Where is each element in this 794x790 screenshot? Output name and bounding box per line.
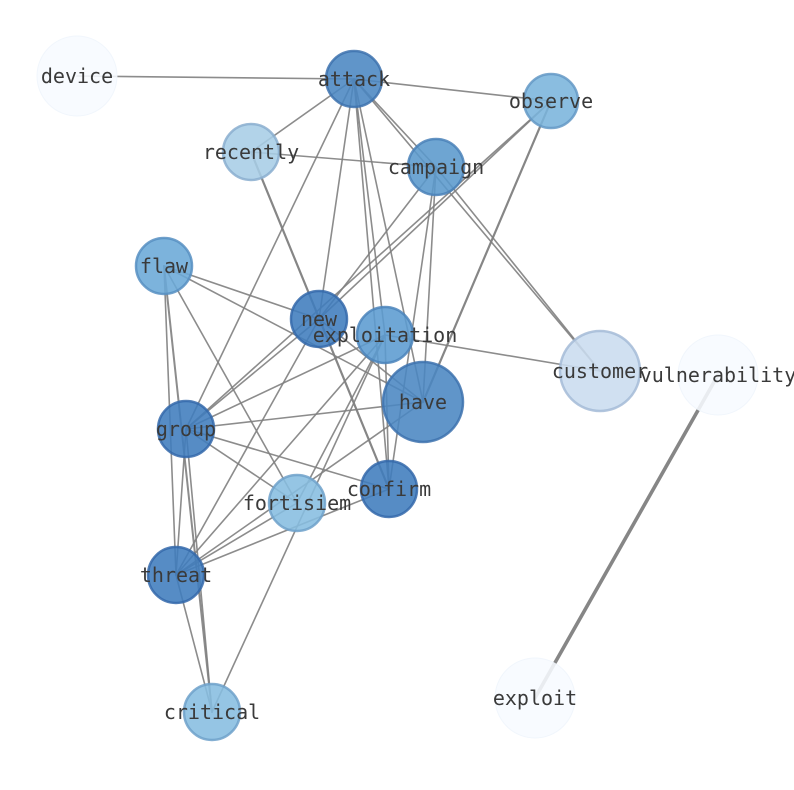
edge-group-confirm (185, 428, 390, 490)
node-exploitation-circle (355, 305, 415, 365)
edge-attack-new (318, 78, 355, 320)
node-threat-circle (146, 545, 206, 605)
node-flaw-circle (134, 236, 194, 296)
edge-device-attack (76, 75, 355, 80)
edge-recently-campaign (250, 151, 437, 168)
node-critical-circle (182, 682, 242, 742)
node-vulnerability-label: vulnerability (640, 363, 794, 387)
node-exploitation: exploitation (313, 305, 458, 365)
edge-observe-group (185, 100, 552, 430)
edge-campaign-new (318, 166, 437, 320)
edge-attack-exploitation (353, 78, 386, 336)
edge-flaw-critical (163, 265, 213, 713)
node-confirm-label: confirm (347, 477, 431, 501)
node-critical: critical (164, 682, 260, 742)
node-campaign-circle (406, 137, 466, 197)
node-have: have (381, 360, 465, 444)
edge-observe-new (318, 100, 552, 320)
edge-confirm-threat (175, 488, 390, 576)
node-attack: attack (318, 49, 390, 109)
node-recently-label: recently (203, 140, 299, 164)
node-exploit-circle (494, 657, 576, 739)
node-customer-label: customer (552, 359, 648, 383)
node-group: group (156, 399, 216, 459)
node-fortisiem-circle (267, 473, 327, 533)
node-observe: observe (509, 72, 593, 130)
node-confirm-circle (359, 459, 419, 519)
node-observe-label: observe (509, 89, 593, 113)
node-new-circle (289, 289, 349, 349)
node-vulnerability: vulnerability (640, 334, 794, 416)
node-recently: recently (203, 122, 299, 182)
node-device-circle (36, 35, 118, 117)
node-critical-label: critical (164, 700, 260, 724)
node-group-label: group (156, 417, 216, 441)
node-flaw: flaw (134, 236, 194, 296)
node-recently-circle (221, 122, 281, 182)
node-campaign-label: campaign (388, 155, 484, 179)
edge-attack-confirm (353, 78, 390, 490)
node-new: new (289, 289, 349, 349)
edge-campaign-customer (435, 166, 601, 372)
node-threat: threat (140, 545, 212, 605)
node-confirm: confirm (347, 459, 431, 519)
edge-attack-have (353, 78, 424, 403)
node-group-circle (156, 399, 216, 459)
edge-attack-customer (353, 78, 601, 372)
nodes-layer: device attack observe recently campaign flaw n… (36, 35, 794, 742)
edge-exploitation-threat (175, 334, 386, 576)
edge-vulnerability-exploit (533, 373, 720, 700)
edge-flaw-fortisiem (163, 265, 298, 504)
node-observe-circle (522, 72, 580, 130)
node-fortisiem-label: fortisiem (243, 491, 351, 515)
edge-exploitation-fortisiem (296, 334, 386, 504)
node-have-circle (381, 360, 465, 444)
node-have-label: have (399, 390, 447, 414)
node-new-label: new (301, 307, 338, 331)
node-exploit: exploit (493, 657, 577, 739)
edge-attack-group (185, 78, 355, 430)
node-attack-label: attack (318, 67, 390, 91)
node-campaign: campaign (388, 137, 484, 197)
edge-exploitation-group (185, 334, 386, 430)
node-threat-label: threat (140, 563, 212, 587)
node-customer: customer (552, 329, 648, 413)
node-device-label: device (41, 64, 113, 88)
node-attack-circle (324, 49, 384, 109)
node-vulnerability-circle (677, 334, 759, 416)
node-customer-circle (558, 329, 642, 413)
edge-attack-observe (353, 78, 552, 102)
node-exploitation-label: exploitation (313, 323, 458, 347)
edge-flaw-have (163, 265, 424, 403)
node-flaw-label: flaw (140, 254, 189, 278)
node-device: device (36, 35, 118, 117)
edge-observe-have (421, 99, 553, 404)
node-fortisiem: fortisiem (243, 473, 351, 533)
node-exploit-label: exploit (493, 686, 577, 710)
